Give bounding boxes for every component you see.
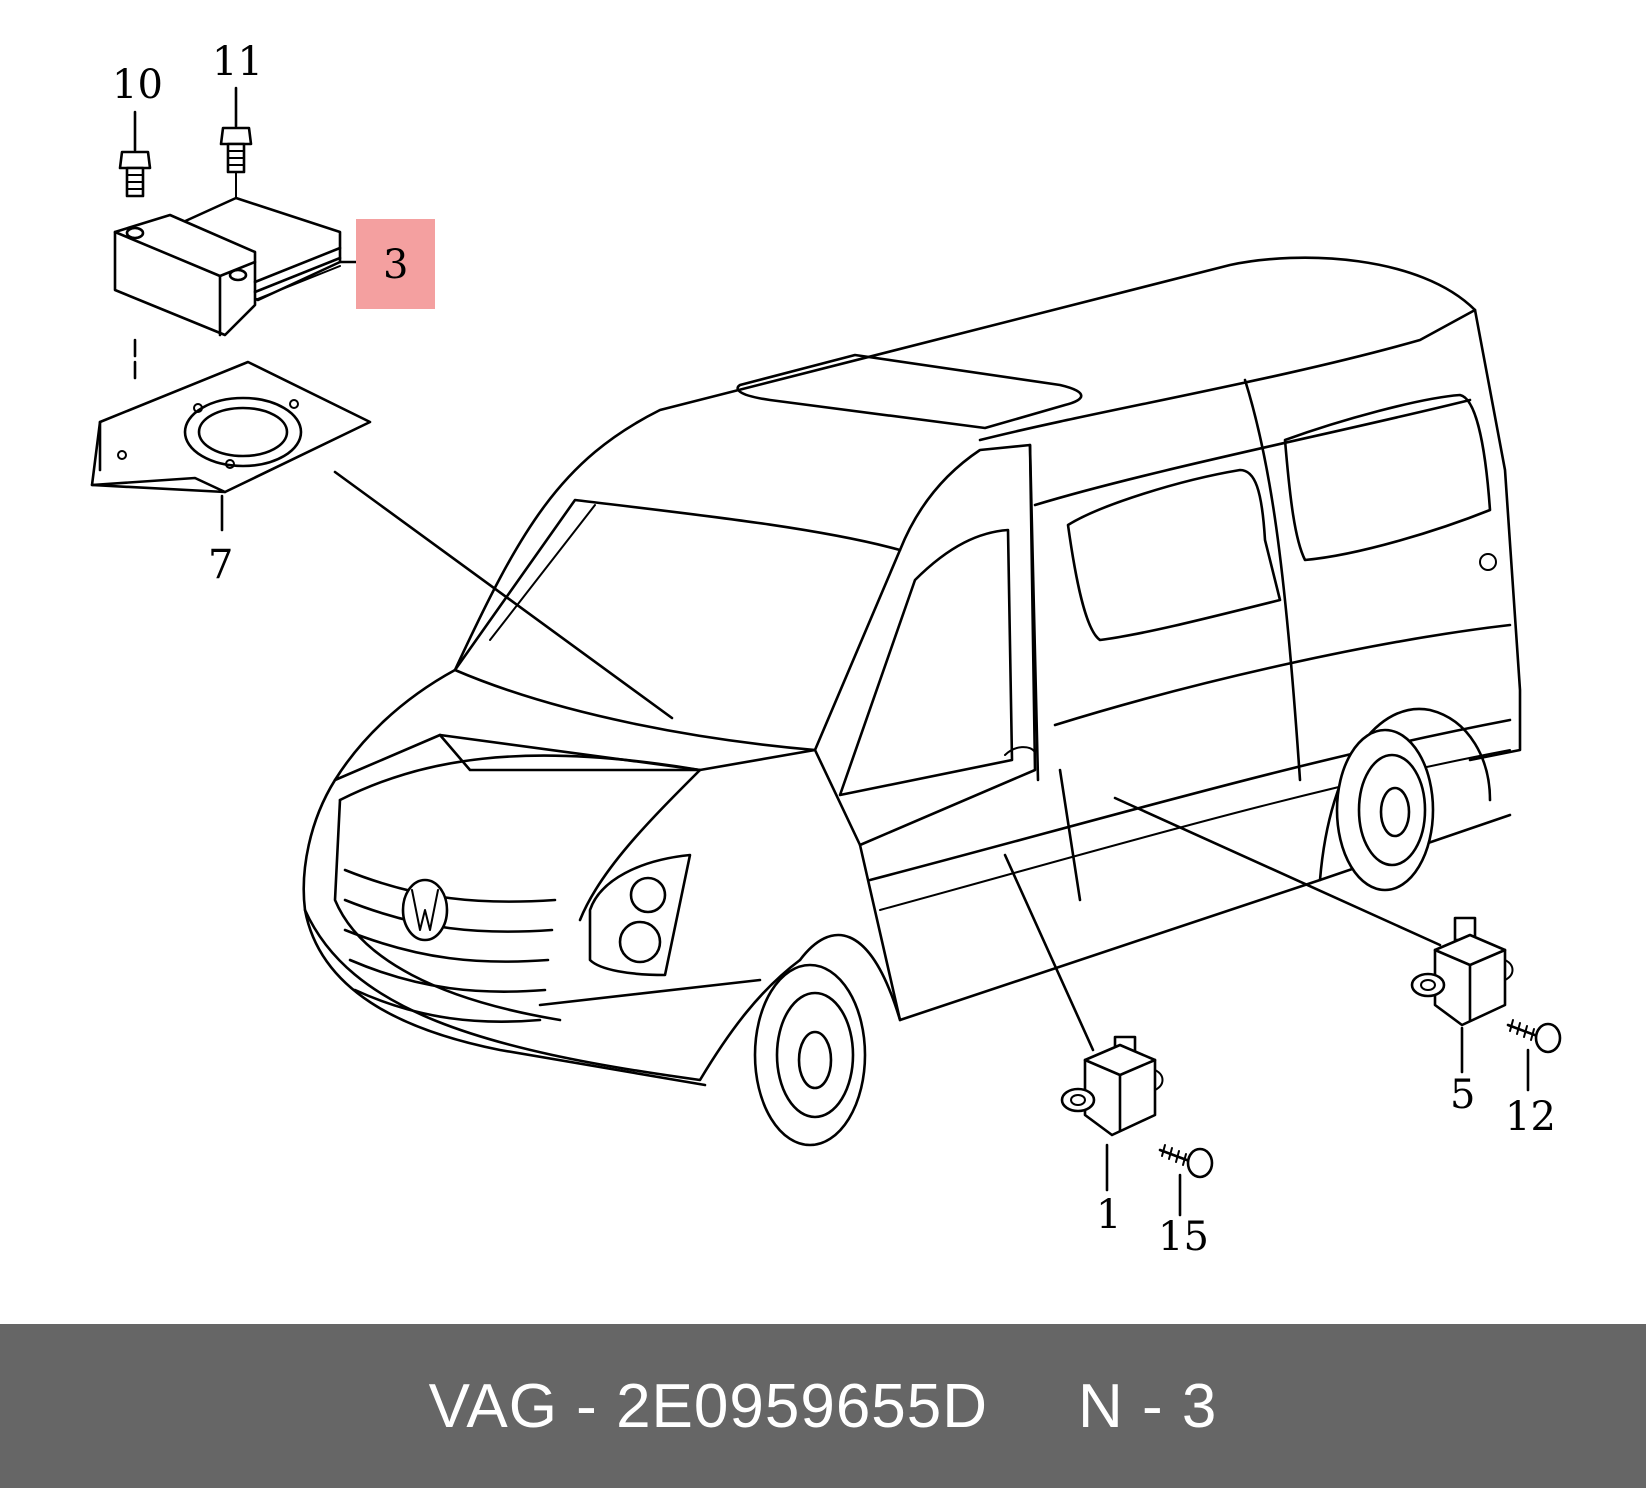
- callout-10: 10: [112, 62, 163, 108]
- front-wheel-icon: [753, 963, 867, 1147]
- callout-11: 11: [212, 39, 263, 85]
- footer-part-number: 2E0959655D: [616, 1371, 989, 1441]
- parts-diagram: 3 10 11 7 1 15 5 12: [90, 39, 1562, 1260]
- crash-sensor-1-icon: [1060, 1035, 1164, 1192]
- footer-separator: -: [576, 1371, 598, 1441]
- part-number-footer: VAG - 2E0959655D N - 3: [0, 1324, 1646, 1488]
- headlight-icon: [588, 853, 692, 977]
- bolt-11-icon: [219, 86, 253, 206]
- vw-logo-icon: [401, 878, 449, 942]
- callout-1: 1: [1096, 1192, 1121, 1238]
- rear-wheel-icon: [1318, 707, 1492, 892]
- control-unit-assembly: [90, 86, 372, 532]
- callout-15: 15: [1158, 1214, 1209, 1260]
- bolt-12-icon: [1506, 1019, 1562, 1092]
- mounting-bracket-icon: [90, 360, 372, 532]
- footer-position: N - 3: [1078, 1371, 1218, 1441]
- bolt-15-icon: [1158, 1144, 1214, 1217]
- airbag-control-unit-icon: [113, 196, 370, 337]
- callout-7: 7: [208, 542, 233, 588]
- callout-12: 12: [1505, 1094, 1556, 1140]
- callout-3: 3: [383, 242, 408, 288]
- bolt-10-icon: [118, 110, 152, 198]
- footer-brand: VAG: [428, 1371, 558, 1441]
- callout-5: 5: [1450, 1072, 1475, 1118]
- grille-icon: [343, 868, 557, 1023]
- highlight-box: [356, 219, 435, 309]
- crash-sensor-5-icon: [1410, 916, 1514, 1074]
- van-illustration: [302, 256, 1522, 1147]
